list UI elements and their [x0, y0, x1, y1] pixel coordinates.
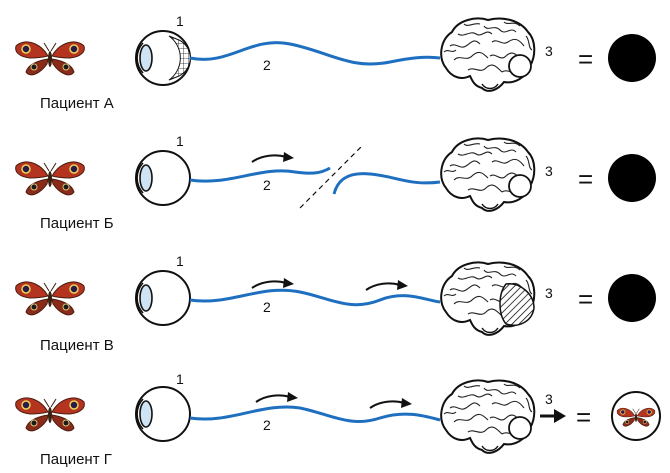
arrow-icon [255, 391, 299, 403]
row-patient-g: Пациент Г 1 2 3 = [14, 371, 661, 468]
brain-number-label: 3 [545, 285, 553, 301]
patient-label: Пациент А [40, 95, 114, 112]
nerve-number-label: 2 [263, 177, 271, 193]
eye-icon [135, 30, 191, 86]
eye-icon [135, 150, 191, 206]
arrow-icon [251, 277, 295, 289]
butterfly-icon [14, 397, 86, 432]
row-patient-v: Пациент В 1 2 3 = [14, 253, 656, 354]
brain-number-label: 3 [545, 391, 553, 407]
arrow-icon [365, 279, 409, 291]
patient-label: Пациент Б [40, 215, 114, 232]
nerve-number-label: 2 [263, 57, 271, 73]
brain-number-label: 3 [545, 43, 553, 59]
eye-number-label: 1 [176, 371, 184, 387]
eye-number-label: 1 [176, 13, 184, 29]
optic-nerve-proximal [189, 166, 331, 183]
eye-number-label: 1 [176, 133, 184, 149]
equals-sign: = [578, 44, 593, 74]
brain-icon [440, 379, 536, 454]
arrow-icon [369, 397, 413, 409]
butterfly-icon [14, 281, 86, 316]
row-patient-b: Пациент Б 1 2 3 = [14, 133, 656, 232]
butterfly-icon [14, 41, 86, 76]
butterfly-icon [14, 161, 86, 196]
butterfly-result [611, 391, 661, 441]
black-circle-result [608, 34, 656, 82]
row-patient-a: Пациент А 1 2 3 = [14, 13, 656, 112]
eye-number-label: 1 [176, 253, 184, 269]
black-circle-result [608, 154, 656, 202]
nerve-number-label: 2 [263, 299, 271, 315]
brain-icon [440, 17, 536, 92]
eye-icon [135, 386, 191, 442]
brain-number-label: 3 [545, 163, 553, 179]
optic-nerve [189, 41, 441, 66]
optic-nerve-distal [332, 172, 441, 195]
patient-label: Пациент В [40, 337, 114, 354]
damaged-cortex-area [499, 283, 535, 326]
equals-sign: = [576, 402, 591, 432]
output-arrow-icon [540, 409, 566, 423]
optic-nerve [189, 405, 441, 423]
equals-sign: = [578, 284, 593, 314]
equals-sign: = [578, 164, 593, 194]
brain-icon [440, 137, 536, 212]
nerve-number-label: 2 [263, 417, 271, 433]
patient-label: Пациент Г [40, 451, 112, 468]
optic-nerve [189, 288, 441, 307]
cut-line [299, 145, 363, 209]
black-circle-result [608, 274, 656, 322]
brain-icon [440, 261, 536, 336]
eye-icon [135, 270, 191, 326]
arrow-icon [251, 151, 295, 163]
